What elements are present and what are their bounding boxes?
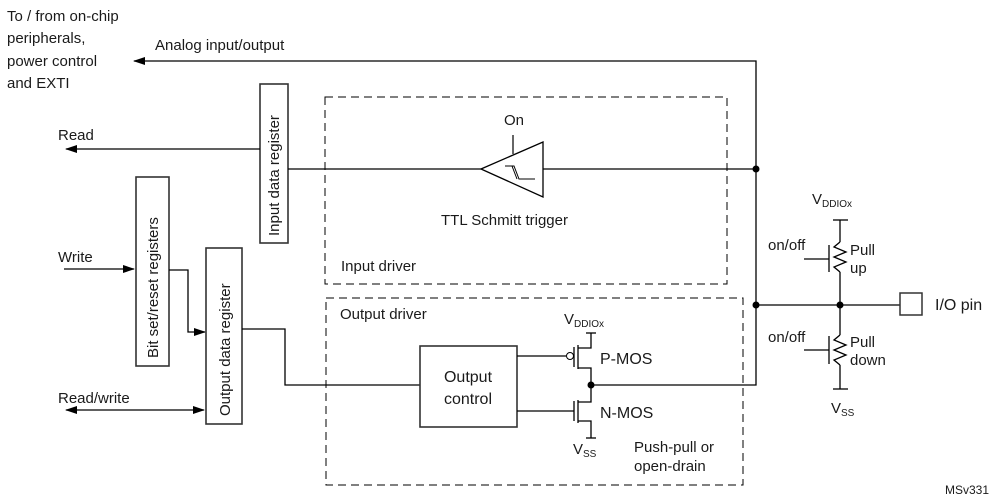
write-label: Write	[58, 249, 93, 266]
output-control-box	[419, 345, 518, 428]
odr-to-output-control-wire	[242, 328, 420, 386]
pull-up-label: Pull	[850, 242, 875, 259]
nmos-transistor-icon	[517, 385, 596, 439]
output-data-register-label: Output data register	[217, 283, 234, 416]
junction-dot	[752, 301, 760, 309]
output-data-register-box	[205, 247, 243, 425]
io-pin-label: I/O pin	[935, 297, 982, 314]
pull-down-label: Pull	[850, 334, 875, 351]
nmos-label: N-MOS	[600, 405, 653, 422]
output-mode-label-2: open-drain	[634, 458, 706, 475]
input-driver-region	[324, 96, 728, 285]
bit-set-reset-registers-box	[135, 176, 170, 367]
schmitt-trigger-label: TTL Schmitt trigger	[441, 212, 568, 229]
pull-vdd-label: VDDIOx	[812, 191, 852, 210]
output-driver-region	[325, 297, 744, 486]
output-driver-label: Output driver	[340, 306, 427, 323]
output-vdd-label: VDDIOx	[564, 311, 604, 330]
output-mode-label: Push-pull or	[634, 439, 714, 456]
output-control-label-2: control	[444, 391, 492, 408]
figure-id: MSv331	[945, 483, 989, 494]
schmitt-on-label: On	[504, 112, 524, 129]
pmos-label: P-MOS	[600, 351, 652, 368]
pull-down-label-2: down	[850, 352, 886, 369]
analog-io-label: Analog input/output	[155, 37, 285, 54]
pull-up-resistor-icon	[804, 219, 848, 305]
svg-text:To / from on-chip: To / from on-chip	[7, 8, 119, 25]
pull-vss-label: VSS	[831, 400, 855, 419]
output-control-label: Output	[444, 369, 493, 386]
svg-text:peripherals,: peripherals,	[7, 30, 85, 47]
schmitt-trigger-icon	[479, 135, 544, 199]
external-destination-label: To / from on-chip peripherals, power con…	[7, 8, 119, 92]
output-vss-label: VSS	[573, 441, 597, 460]
input-data-register-box	[259, 83, 289, 244]
pull-up-label-2: up	[850, 260, 867, 277]
bit-set-reset-registers-label: Bit set/reset registers	[145, 217, 162, 358]
pull-down-switch-label: on/off	[768, 329, 806, 346]
svg-text:and EXTI: and EXTI	[7, 75, 70, 92]
pull-up-switch-label: on/off	[768, 237, 806, 254]
output-to-pin-wire	[591, 305, 757, 386]
read-label: Read	[58, 127, 94, 144]
svg-text:power control: power control	[7, 53, 97, 70]
input-driver-label: Input driver	[341, 258, 416, 275]
pmos-transistor-icon	[517, 332, 596, 385]
bsrr-to-odr-wire	[169, 269, 206, 336]
io-pin-pad[interactable]	[899, 292, 923, 316]
pull-down-resistor-icon	[804, 305, 848, 390]
junction-dot	[752, 165, 760, 173]
read-write-label: Read/write	[58, 390, 130, 407]
input-data-register-label: Input data register	[266, 115, 283, 236]
analog-io-wire	[133, 57, 757, 305]
